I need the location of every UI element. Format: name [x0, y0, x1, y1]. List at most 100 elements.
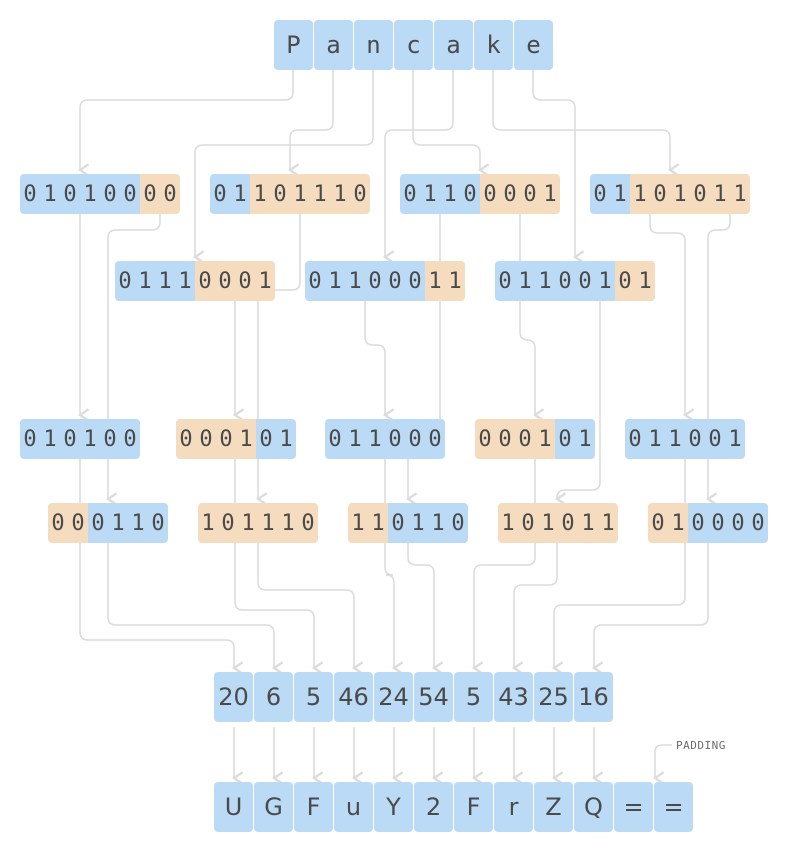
- bit: 1: [108, 503, 128, 543]
- input-letter: e: [514, 20, 553, 70]
- connector-line: [492, 70, 680, 177]
- bit: 0: [20, 174, 40, 214]
- bit: 0: [558, 503, 578, 543]
- bit: 0: [555, 261, 575, 301]
- bit: 0: [650, 174, 670, 214]
- bit: 0: [748, 503, 768, 543]
- connector-line: [384, 459, 404, 675]
- bit: 0: [120, 174, 140, 214]
- bit: 1: [230, 174, 250, 214]
- bit: 1: [345, 419, 365, 459]
- bit: 0: [520, 174, 540, 214]
- bit: 1: [630, 174, 650, 214]
- input-letter: a: [434, 20, 473, 70]
- bit: 0: [448, 503, 468, 543]
- connector-line: [591, 543, 709, 675]
- bit: 0: [115, 261, 135, 301]
- bit: 0: [20, 419, 40, 459]
- bit: 0: [148, 503, 168, 543]
- bit: 1: [310, 174, 330, 214]
- bit: 0: [705, 419, 725, 459]
- bit: 1: [365, 419, 385, 459]
- connector-line: [412, 70, 490, 177]
- bit: 1: [595, 261, 615, 301]
- output-char: F: [454, 782, 493, 832]
- bit: 1: [535, 419, 555, 459]
- bit: 1: [40, 174, 60, 214]
- bit: 1: [330, 174, 350, 214]
- bit: 1: [345, 261, 365, 301]
- bit: 0: [60, 419, 80, 459]
- bit: 0: [218, 503, 238, 543]
- bit: 1: [80, 174, 100, 214]
- bit: 1: [276, 419, 296, 459]
- connector-line: [649, 214, 695, 422]
- bit: 0: [88, 503, 108, 543]
- bit: 0: [575, 261, 595, 301]
- bit: 0: [728, 503, 748, 543]
- bit: 1: [710, 174, 730, 214]
- output-char: U: [214, 782, 253, 832]
- bit: 1: [610, 174, 630, 214]
- bit: 0: [365, 261, 385, 301]
- bit: 0: [140, 174, 160, 214]
- bit: 0: [350, 174, 370, 214]
- base64-index: 25: [534, 672, 573, 722]
- bit: 1: [40, 419, 60, 459]
- bit: 0: [385, 261, 405, 301]
- base64-index: 24: [374, 672, 413, 722]
- connector-line: [79, 459, 244, 675]
- connector-line: [257, 543, 364, 675]
- output-char: u: [334, 782, 373, 832]
- bit: 0: [385, 419, 405, 459]
- bit: 0: [405, 419, 425, 459]
- bit: 0: [120, 419, 140, 459]
- bit: 0: [648, 503, 668, 543]
- bit: 1: [498, 503, 518, 543]
- bit: 1: [408, 503, 428, 543]
- bit: 1: [290, 174, 310, 214]
- bit: 1: [538, 503, 558, 543]
- bit: 0: [325, 419, 345, 459]
- padding-char: =: [614, 782, 653, 832]
- bit: 0: [176, 419, 196, 459]
- connector-line: [407, 543, 444, 675]
- input-letter: P: [274, 20, 313, 70]
- bit: 1: [175, 261, 195, 301]
- bit: 0: [48, 503, 68, 543]
- bit: 0: [518, 503, 538, 543]
- bit: 1: [425, 261, 445, 301]
- bit: 0: [235, 261, 255, 301]
- bit: 1: [440, 174, 460, 214]
- base64-index: 5: [454, 672, 493, 722]
- base64-index: 16: [574, 672, 613, 722]
- connector-line: [382, 70, 454, 264]
- bit: 0: [405, 261, 425, 301]
- bit: 0: [270, 174, 290, 214]
- connector-line: [551, 459, 686, 675]
- bit: 1: [80, 419, 100, 459]
- bit: 0: [690, 174, 710, 214]
- bit: 0: [708, 503, 728, 543]
- bit: 1: [635, 261, 655, 301]
- bit: 1: [575, 419, 595, 459]
- input-letter: a: [314, 20, 353, 70]
- bit: 0: [298, 503, 318, 543]
- bit: 0: [495, 261, 515, 301]
- output-char: Y: [374, 782, 413, 832]
- bit: 1: [598, 503, 618, 543]
- connector-line: [77, 70, 294, 177]
- bit: 0: [480, 174, 500, 214]
- bit: 1: [238, 503, 258, 543]
